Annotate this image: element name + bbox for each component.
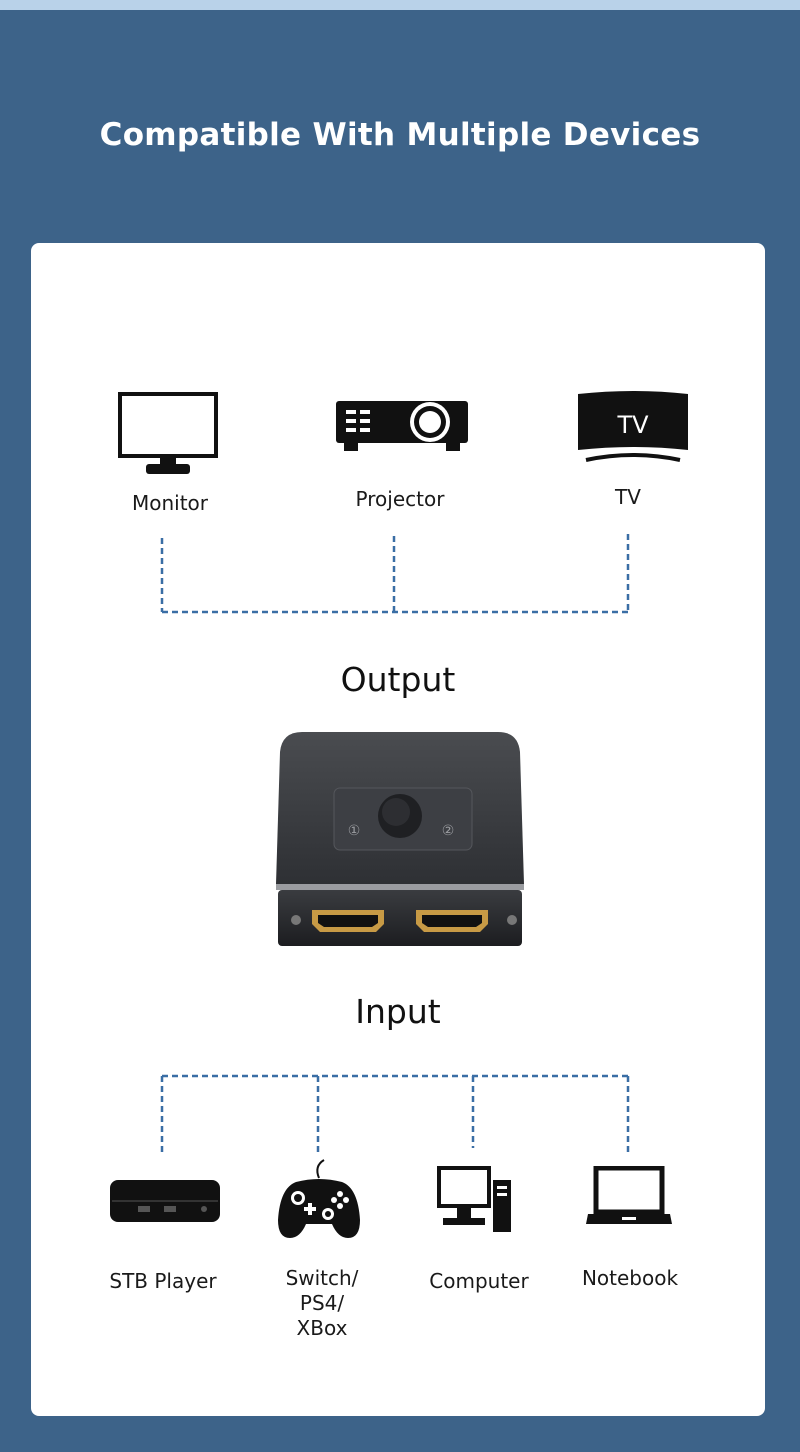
output-device-label-projector: Projector bbox=[355, 487, 445, 511]
notebook-icon bbox=[586, 1166, 672, 1224]
port-1-label: ① bbox=[348, 823, 361, 839]
gamepad-label-line-1: Switch/ bbox=[285, 1266, 359, 1290]
output-title: Output bbox=[340, 660, 456, 699]
output-device-label-tv: TV bbox=[615, 485, 641, 509]
port-2-label: ② bbox=[442, 823, 455, 839]
top-strip bbox=[0, 0, 800, 10]
projector-icon bbox=[336, 401, 468, 451]
input-device-label-gamepad: Switch/ PS4/ XBox bbox=[262, 1266, 382, 1341]
page-title: Compatible With Multiple Devices bbox=[99, 117, 701, 153]
input-device-label-stb-player: STB Player bbox=[109, 1269, 217, 1293]
computer-icon bbox=[437, 1166, 511, 1232]
stb-player-icon bbox=[110, 1180, 220, 1222]
gamepad-label-line-2: PS4/ bbox=[299, 1291, 345, 1315]
output-device-label-monitor: Monitor bbox=[131, 491, 209, 515]
hdmi-switcher-image: ① ② bbox=[276, 732, 524, 946]
input-title: Input bbox=[355, 992, 441, 1031]
tv-icon: TV bbox=[578, 391, 688, 462]
input-device-label-computer: Computer bbox=[429, 1269, 529, 1293]
input-device-label-notebook: Notebook bbox=[581, 1266, 679, 1290]
tv-icon-text: TV bbox=[616, 411, 649, 439]
monitor-icon bbox=[118, 392, 218, 474]
gamepad-label-line-3: XBox bbox=[296, 1316, 348, 1340]
gamepad-icon bbox=[278, 1159, 360, 1238]
